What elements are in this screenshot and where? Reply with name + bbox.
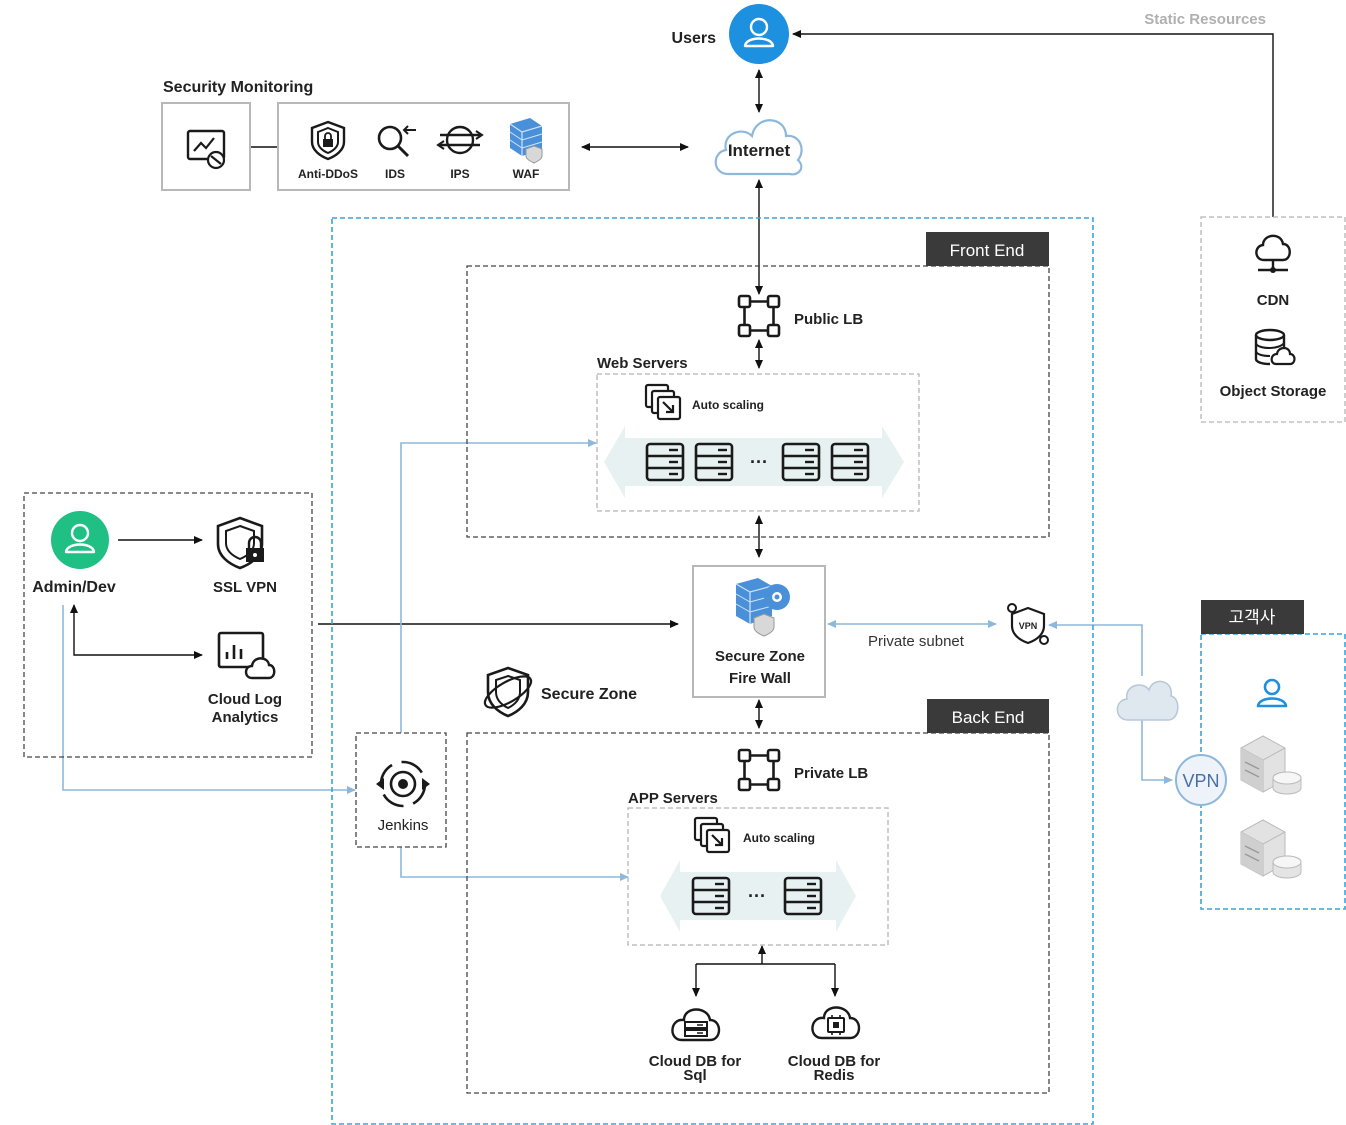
ips-label: IPS: [450, 167, 469, 181]
front-end-box: [466, 265, 1050, 538]
users-label: Users: [672, 30, 717, 47]
admin-dev-label: Admin/Dev: [32, 579, 116, 596]
ids-search-icon: [377, 125, 416, 158]
anti-ddos-icon: [310, 120, 346, 161]
waf-label: WAF: [513, 167, 540, 181]
monitor-shield-icon: [186, 129, 226, 170]
ssl-vpn-icon: [216, 516, 264, 570]
jenkins-icon: [376, 760, 430, 808]
security-monitoring-title: Security Monitoring: [163, 79, 313, 96]
vpn-shield-icon: [1007, 603, 1049, 645]
jenkins-box: [355, 732, 447, 848]
cloud-db-redis-label-line1: Cloud DB for: [788, 1053, 881, 1070]
cdn-icon: [1255, 234, 1291, 273]
cloud-db-sql-label-line1: Cloud DB for: [649, 1053, 742, 1070]
auto-scaling-app-icon: [693, 816, 731, 854]
back-end-box: [466, 732, 1050, 1094]
jenkins-web-arrow: [400, 439, 597, 733]
web-servers-box: [596, 373, 920, 512]
web-servers-title: Web Servers: [597, 355, 688, 372]
cloud-log-analytics-icon: [217, 631, 276, 680]
customer-tag: [1201, 600, 1304, 634]
firewall-gear-icon: [735, 578, 790, 637]
private-lb-label: Private LB: [794, 765, 868, 782]
admin-cloudlog-arrow: [70, 604, 203, 659]
object-storage-label: Object Storage: [1220, 383, 1327, 400]
static-resources-box: [1200, 216, 1346, 423]
vpn-gateway-icon: [1175, 754, 1227, 806]
vpn-gateway-label: VPN: [1182, 771, 1219, 791]
firewall-label-line1: Secure Zone: [715, 648, 805, 665]
app-servers-title: APP Servers: [628, 790, 718, 807]
app-ellipsis: ···: [748, 886, 766, 906]
ids-label: IDS: [385, 167, 405, 181]
firewall-label-line2: Fire Wall: [729, 670, 791, 687]
jenkins-label: Jenkins: [378, 817, 429, 834]
public-lb-icon: [737, 294, 781, 338]
cloud-db-redis-label-line2: Redis: [814, 1067, 855, 1084]
secure-zone-shield-icon: [483, 666, 533, 718]
front-end-tag: [926, 232, 1049, 266]
admin-dev-box: [23, 492, 313, 758]
auto-scaling-web-icon: [644, 383, 682, 421]
cloud-db-redis-icon: [811, 1006, 861, 1040]
auto-scaling-app-label: Auto scaling: [743, 831, 815, 845]
ssl-vpn-label: SSL VPN: [213, 579, 277, 596]
customer-server-1-icon: [1240, 735, 1302, 795]
anti-ddos-label: Anti-DDoS: [298, 167, 358, 181]
customer-vpn-line-top: [1048, 621, 1143, 676]
auto-scaling-web-label: Auto scaling: [692, 398, 764, 412]
back-end-label: Back End: [952, 708, 1025, 727]
vpn-shield-label: VPN: [1019, 621, 1038, 631]
cdn-label: CDN: [1257, 292, 1290, 309]
customer-user-icon: [1256, 678, 1288, 708]
private-subnet-label: Private subnet: [868, 633, 965, 650]
static-resources-label: Static Resources: [1144, 11, 1266, 28]
back-end-tag: [927, 699, 1049, 733]
ips-icon: [436, 125, 484, 155]
admin-jenkins-arrow: [62, 605, 356, 794]
static-resources-arrow: [792, 30, 1274, 217]
internet-cloud-icon: [714, 119, 803, 176]
customer-label: 고객사: [1229, 608, 1276, 627]
waf-firewall-icon: [509, 118, 543, 164]
cloud-log-label-line1: Cloud Log: [208, 691, 282, 708]
secure-zone-label: Secure Zone: [541, 686, 637, 703]
secure-zone-boundary: [331, 217, 1094, 1125]
object-storage-icon: [1254, 328, 1296, 366]
cloud-log-label-line2: Analytics: [212, 709, 279, 726]
cloud-db-sql-icon: [671, 1008, 721, 1042]
customer-cloud-icon: [1116, 680, 1179, 721]
app-servers-box: [627, 807, 889, 946]
customer-server-2-icon: [1240, 819, 1302, 879]
web-ellipsis: ···: [750, 452, 768, 472]
internet-label: Internet: [728, 141, 791, 160]
front-end-label: Front End: [950, 241, 1025, 260]
private-lb-icon: [737, 748, 781, 792]
jenkins-app-arrow: [400, 847, 629, 881]
customer-vpn-line-bottom: [1141, 720, 1173, 784]
public-lb-label: Public LB: [794, 311, 863, 328]
cloud-db-sql-label-line2: Sql: [683, 1067, 706, 1084]
